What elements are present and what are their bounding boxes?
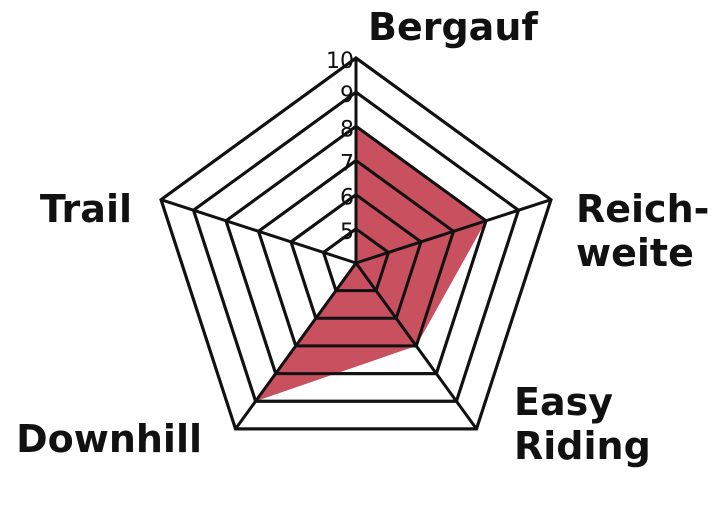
grid-ring-overlay-9 [191, 90, 521, 403]
grid-ring-overlay-6 [289, 192, 423, 320]
series-area-0 [255, 126, 486, 402]
tick-label-9: 9 [340, 83, 354, 108]
axis-labels: Bergauf Reich- weite Easy Riding Downhil… [16, 5, 712, 468]
grid-ring-overlay-7 [256, 158, 456, 348]
grid-ring-overlay-10 [159, 56, 553, 431]
tick-label-8: 8 [340, 117, 354, 142]
grid-ring-overlay-5 [321, 226, 391, 293]
axis-label-trail: Trail [40, 187, 132, 231]
tick-label-5: 5 [340, 220, 354, 245]
radar-spokes [159, 56, 553, 431]
tick-labels: 5 6 7 8 9 10 [326, 49, 354, 245]
axis-label-downhill: Downhill [16, 417, 202, 461]
tick-label-6: 6 [340, 186, 354, 211]
tick-label-7: 7 [340, 152, 354, 177]
axis-label-bergauf: Bergauf [368, 5, 538, 49]
grid-ring-overlay-8 [224, 124, 488, 376]
axis-label-easy-riding: Easy Riding [514, 380, 651, 468]
series-layer [255, 126, 486, 402]
tick-label-10: 10 [326, 49, 354, 74]
axis-label-reichweite: Reich- weite [576, 187, 712, 275]
